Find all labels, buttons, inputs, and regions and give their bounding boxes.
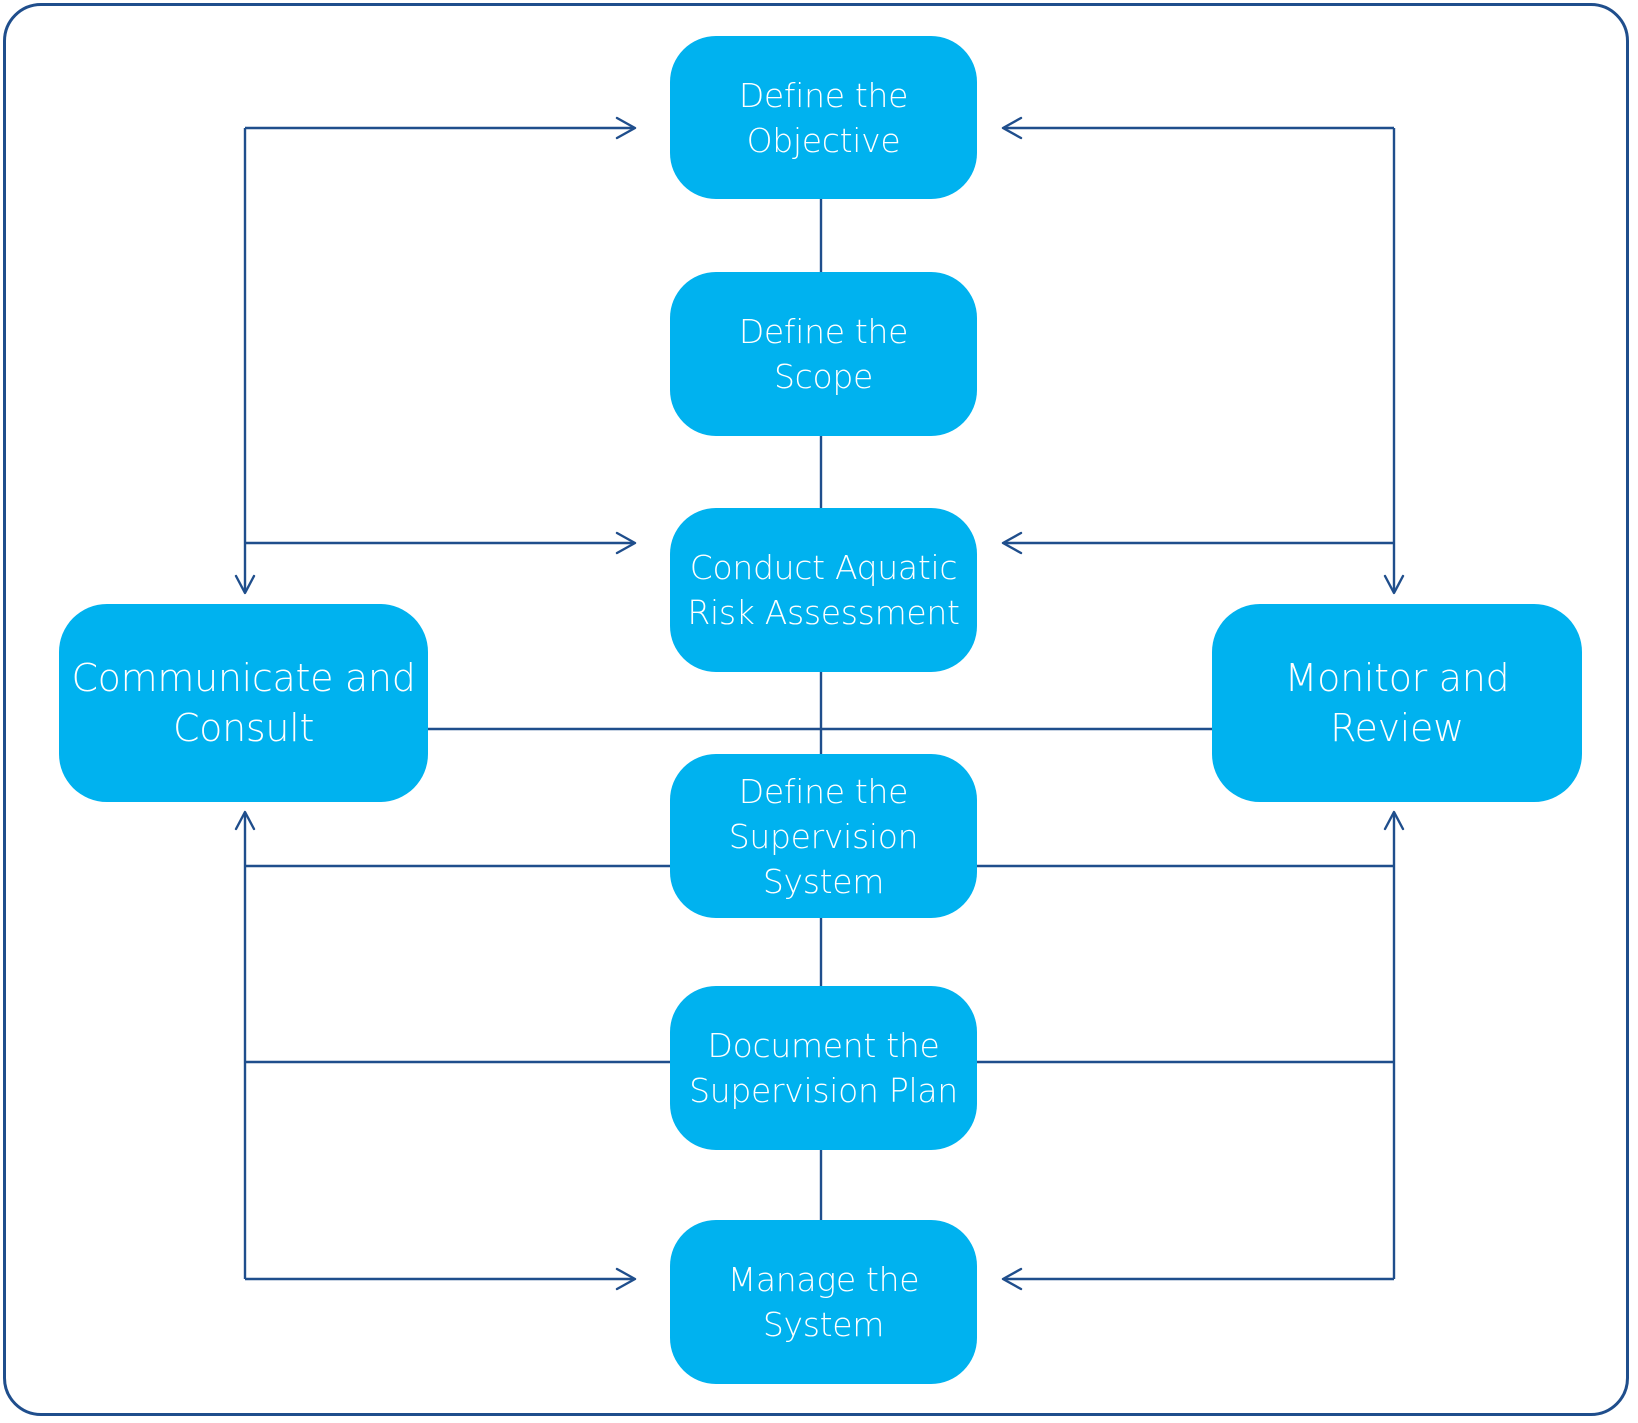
- step-define-supervision-system: Define the Supervision System: [670, 754, 977, 918]
- step-manage-system: Manage the System: [670, 1220, 977, 1384]
- step-define-scope: Define the Scope: [670, 272, 977, 436]
- arrowhead-right-manage: [615, 1267, 637, 1291]
- arrowhead-left-objective: [1001, 116, 1023, 140]
- arrowhead-left-manage: [1001, 1267, 1023, 1291]
- step-define-scope-label: Define the Scope: [738, 312, 909, 396]
- step-risk-assessment: Conduct Aquatic Risk Assessment: [670, 508, 977, 672]
- arrowhead-down-monitor: [1383, 574, 1405, 595]
- step-define-objective-label: Define the Objective: [738, 75, 909, 160]
- arrowhead-down-communicate: [234, 574, 256, 595]
- arrowhead-up-communicate: [234, 810, 256, 831]
- step-define-supervision-system-label: Define the Supervision System: [728, 771, 919, 901]
- communicate-consult-box: Communicate and Consult: [59, 604, 428, 802]
- arrowhead-up-monitor: [1383, 810, 1405, 831]
- step-document-supervision-plan-label: Document the Supervision Plan: [689, 1026, 958, 1110]
- step-document-supervision-plan: Document the Supervision Plan: [670, 986, 977, 1150]
- step-manage-system-label: Manage the System: [727, 1260, 920, 1344]
- communicate-consult-label: Communicate and Consult: [71, 656, 416, 750]
- arrowhead-right-objective: [615, 116, 637, 140]
- step-define-objective: Define the Objective: [670, 36, 977, 199]
- arrowhead-right-risk: [615, 531, 637, 555]
- arrowhead-left-risk: [1001, 531, 1023, 555]
- monitor-review-label: Monitor and Review: [1284, 656, 1510, 750]
- diagram-frame: [3, 3, 1629, 1416]
- step-risk-assessment-label: Conduct Aquatic Risk Assessment: [687, 548, 960, 632]
- monitor-review-box: Monitor and Review: [1212, 604, 1582, 802]
